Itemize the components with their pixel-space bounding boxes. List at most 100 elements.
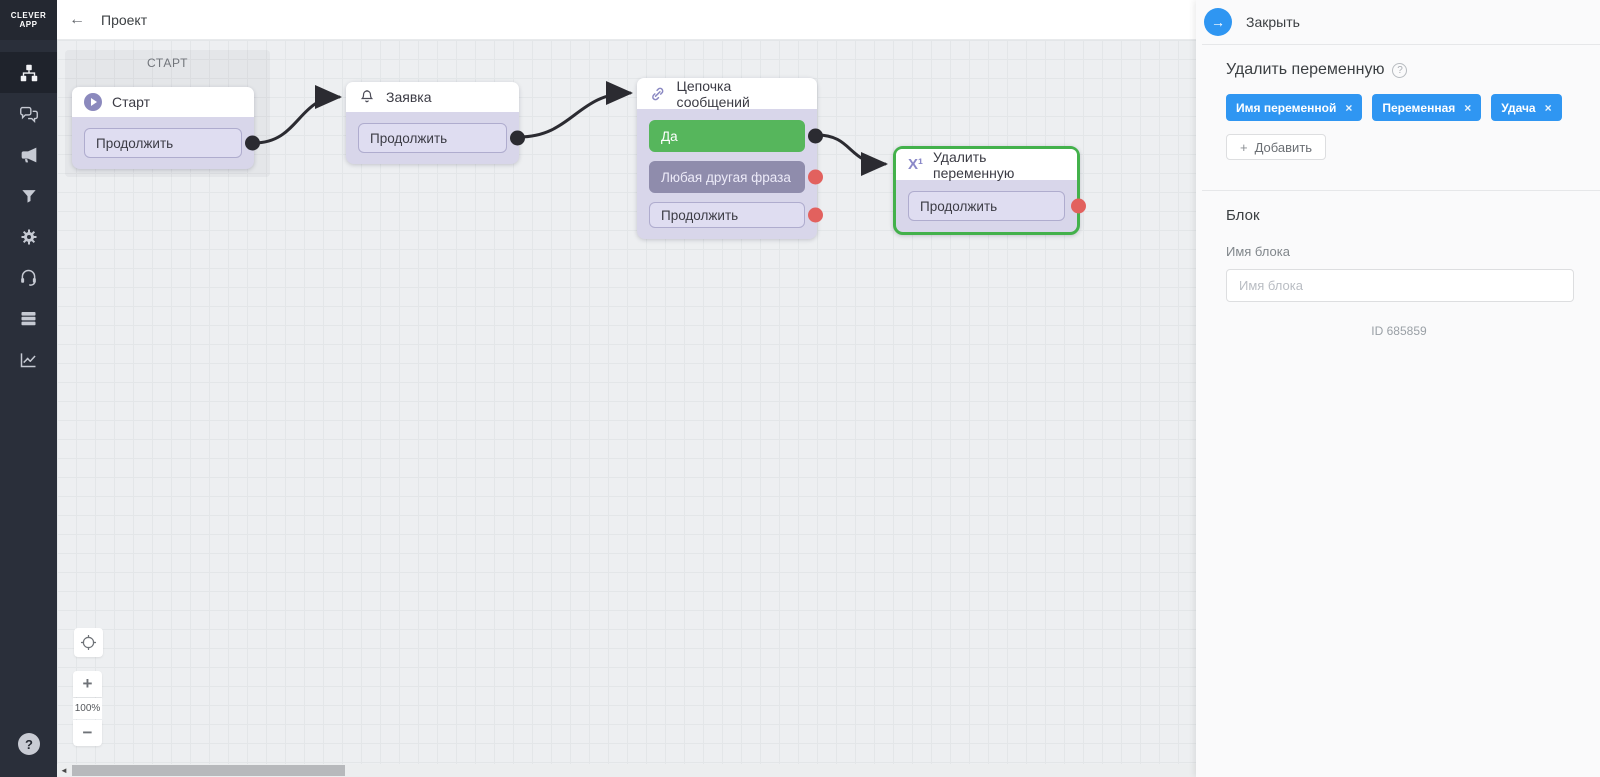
headset-icon [21, 269, 36, 286]
zoom-level: 100% [73, 698, 102, 719]
variable-tags: Имя переменной × Переменная × Удача × [1226, 94, 1572, 121]
sidebar-item-filters[interactable] [0, 175, 57, 216]
node-title: Старт [112, 94, 151, 110]
output-port[interactable] [245, 135, 260, 151]
logo-line2: APP [19, 20, 38, 29]
add-button-label: Добавить [1254, 139, 1313, 155]
horizontal-scrollbar[interactable]: ◄ [57, 764, 1196, 777]
node-button-label: Продолжить [96, 135, 174, 151]
chart-icon [20, 353, 36, 368]
node-start-header: Старт [72, 87, 254, 117]
variable-section: Удалить переменную ? Имя переменной × Пе… [1196, 45, 1600, 160]
scroll-left-icon[interactable]: ◄ [60, 766, 68, 775]
output-port[interactable] [808, 207, 823, 223]
back-arrow-icon[interactable]: ← [69, 10, 85, 28]
output-port[interactable] [1071, 198, 1086, 214]
node-button-continue[interactable]: Продолжить [84, 128, 260, 158]
node-title: Удалить переменную [933, 148, 1015, 181]
node-chain-header: Цепочка сообщений [637, 77, 817, 110]
node-zayavka[interactable]: Заявка Продолжить [346, 82, 525, 164]
flow-canvas[interactable]: СТАРТ Старт Продолжить [57, 40, 1196, 777]
block-name-input[interactable] [1226, 269, 1574, 302]
node-start[interactable]: Старт Продолжить [72, 87, 260, 169]
funnel-icon [21, 189, 36, 203]
tag-variable[interactable]: Переменная × [1372, 94, 1482, 121]
logo-line1: CLEVER [10, 11, 47, 20]
node-button-continue[interactable]: Продолжить [358, 123, 525, 153]
block-section-title: Блок [1226, 207, 1260, 224]
fit-view-button[interactable] [74, 628, 103, 657]
node-button-label: Продолжить [661, 207, 739, 223]
arrow-right-icon: → [1211, 14, 1225, 30]
node-button-any-other-phrase[interactable]: Любая другая фраза [649, 161, 823, 193]
help-button[interactable]: ? [18, 733, 40, 755]
tag-remove-icon[interactable]: × [1464, 100, 1472, 115]
variable-section-title: Удалить переменную ? [1226, 61, 1572, 79]
tag-variable-name[interactable]: Имя переменной × [1226, 94, 1363, 121]
database-icon [21, 311, 36, 326]
flow-icon [20, 64, 37, 81]
sidebar-item-broadcasts[interactable] [0, 134, 57, 175]
help-info-icon[interactable]: ? [1392, 62, 1408, 78]
bell-icon [360, 90, 374, 103]
divider [1202, 190, 1600, 191]
gear-icon [21, 229, 36, 244]
topbar: ← Проект [57, 0, 1196, 40]
scrollbar-thumb[interactable] [72, 765, 345, 776]
page-title: Проект [101, 11, 148, 28]
group-label: СТАРТ [147, 56, 188, 70]
node-button-label: Продолжить [370, 130, 448, 146]
plus-icon: + [1240, 139, 1248, 155]
settings-panel: → Закрыть Удалить переменную ? Имя перем… [1196, 0, 1600, 777]
tag-remove-icon[interactable]: × [1544, 100, 1552, 115]
plus-icon: + [82, 674, 93, 693]
sidebar-item-data[interactable] [0, 298, 57, 339]
tag-remove-icon[interactable]: × [1345, 100, 1353, 115]
tag-label: Удача [1501, 100, 1536, 115]
question-icon: ? [25, 736, 33, 752]
add-variable-button[interactable]: + Добавить [1226, 134, 1327, 160]
play-icon [84, 93, 102, 111]
output-port[interactable] [510, 130, 525, 146]
sidebar-item-chats[interactable] [0, 93, 57, 134]
crosshair-icon [80, 634, 97, 651]
close-label[interactable]: Закрыть [1246, 14, 1300, 30]
megaphone-icon [21, 147, 36, 162]
node-zayavka-header: Заявка [346, 82, 519, 112]
block-name-label: Имя блока [1226, 244, 1290, 259]
node-delete-variable-header: X¹ Удалить переменную [896, 148, 1077, 181]
sidebar-item-support[interactable] [0, 257, 57, 298]
node-title: Цепочка сообщений [676, 77, 750, 110]
node-button-yes[interactable]: Да [649, 120, 823, 152]
edge-zayavka-to-chain [517, 81, 633, 139]
block-id: ID 685859 [1371, 324, 1427, 338]
node-title: Заявка [386, 89, 432, 105]
node-button-continue[interactable]: Продолжить [649, 202, 823, 228]
node-message-chain[interactable]: Цепочка сообщений Да Любая другая фраза … [637, 77, 823, 239]
sidebar: CLEVER APP [0, 0, 57, 777]
zoom-out-button[interactable]: − [73, 720, 102, 746]
divider [1202, 44, 1600, 45]
variable-x1-icon: X¹ [908, 156, 923, 173]
link-icon [652, 87, 664, 100]
block-section: Блок Имя блока ID 685859 [1196, 191, 1600, 338]
minus-icon: − [82, 723, 93, 742]
sidebar-item-settings[interactable] [0, 216, 57, 257]
tag-udacha[interactable]: Удача × [1491, 94, 1562, 121]
sidebar-item-statistics[interactable] [0, 339, 57, 380]
close-panel-button[interactable]: → [1204, 8, 1232, 36]
zoom-in-button[interactable]: + [73, 671, 102, 697]
app-logo: CLEVER APP [0, 0, 57, 40]
output-port[interactable] [808, 169, 823, 185]
node-button-continue[interactable]: Продолжить [908, 191, 1086, 221]
node-button-label: Продолжить [920, 198, 998, 214]
tag-label: Переменная [1382, 100, 1456, 115]
output-port[interactable] [808, 128, 823, 144]
node-delete-variable[interactable]: X¹ Удалить переменную Продолжить [893, 146, 1086, 235]
panel-close-row: → Закрыть [1196, 0, 1600, 44]
chat-icon [19, 106, 38, 123]
node-button-label: Да [661, 128, 678, 144]
sidebar-item-flows[interactable] [0, 52, 57, 93]
tag-label: Имя переменной [1236, 100, 1337, 115]
node-button-label: Любая другая фраза [661, 169, 791, 185]
